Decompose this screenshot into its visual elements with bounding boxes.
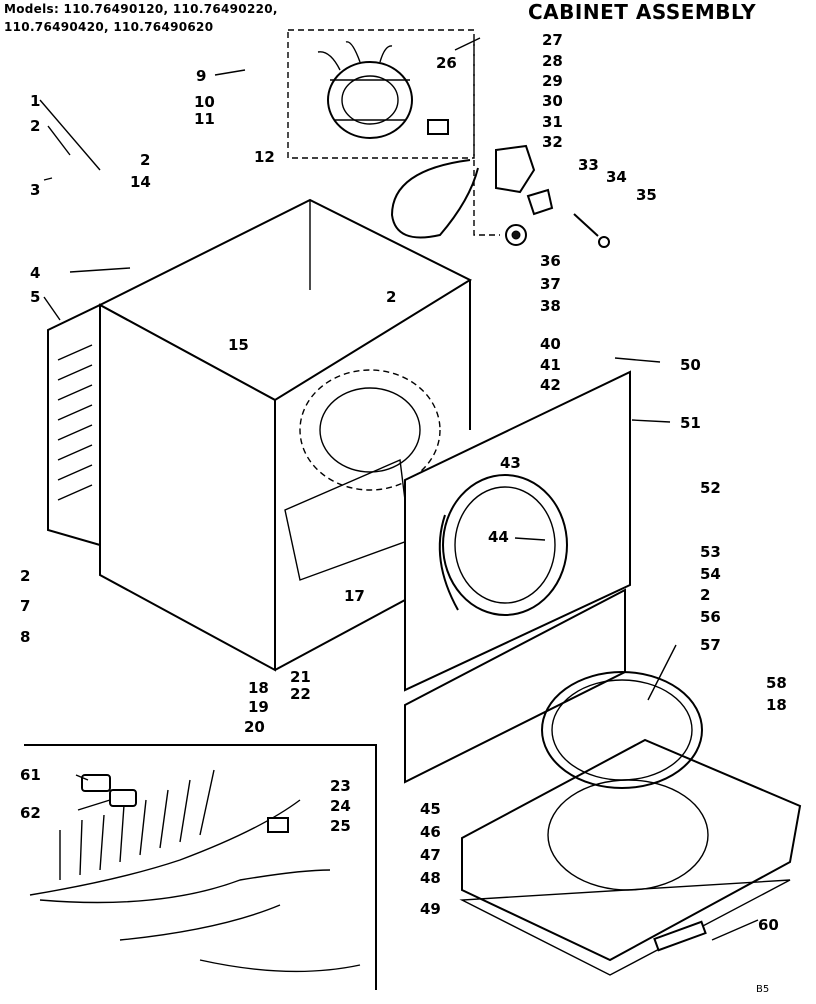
wiring-harness <box>29 769 361 973</box>
callout-42: 42 <box>540 376 561 394</box>
callout-54: 54 <box>700 565 721 583</box>
idler-assembly <box>495 144 610 248</box>
callout-12: 12 <box>254 148 275 166</box>
vent-louvers <box>57 344 93 501</box>
callout-11: 11 <box>194 110 215 128</box>
callout-34: 34 <box>606 168 627 186</box>
callout-52: 52 <box>700 479 721 497</box>
callout-15: 15 <box>228 336 249 354</box>
motor <box>317 41 449 139</box>
callout-8: 8 <box>20 628 30 646</box>
callout-14: 14 <box>130 173 151 191</box>
callout-10: 10 <box>194 93 215 111</box>
callout-44: 44 <box>488 528 509 546</box>
callout-62: 62 <box>20 804 41 822</box>
page-code: B5 <box>756 984 770 995</box>
callout-48: 48 <box>420 869 441 887</box>
callout-47: 47 <box>420 846 441 864</box>
page-title: CABINET ASSEMBLY <box>528 0 757 24</box>
harness-frame <box>24 744 377 990</box>
callout-4: 4 <box>30 264 40 282</box>
callout-7: 7 <box>20 597 30 615</box>
callout-17: 17 <box>344 587 365 605</box>
callout-49: 49 <box>420 900 441 918</box>
callout-60: 60 <box>758 916 779 934</box>
callout-56: 56 <box>700 608 721 626</box>
callout-57: 57 <box>700 636 721 654</box>
callout-19: 19 <box>248 698 269 716</box>
leader-lines <box>39 37 759 941</box>
callout-33: 33 <box>578 156 599 174</box>
callout-35: 35 <box>636 186 657 204</box>
callout-1: 1 <box>30 92 40 110</box>
door-assembly <box>459 671 802 976</box>
callout-26: 26 <box>436 54 457 72</box>
callout-31: 31 <box>542 113 563 131</box>
callout-21: 21 <box>290 668 311 686</box>
callout-2a: 2 <box>30 117 40 135</box>
callout-18b: 18 <box>766 696 787 714</box>
callout-29: 29 <box>542 72 563 90</box>
callout-40: 40 <box>540 335 561 353</box>
callout-27: 27 <box>542 31 563 49</box>
callout-2e: 2 <box>700 586 710 604</box>
callout-24: 24 <box>330 797 351 815</box>
callout-30: 30 <box>542 92 563 110</box>
callout-20: 20 <box>244 718 265 736</box>
callout-36: 36 <box>540 252 561 270</box>
callout-22: 22 <box>290 685 311 703</box>
base-pan <box>284 458 411 581</box>
callout-28: 28 <box>542 52 563 70</box>
callout-51: 51 <box>680 414 701 432</box>
callout-41: 41 <box>540 356 561 374</box>
callout-5: 5 <box>30 288 40 306</box>
callout-9: 9 <box>196 67 206 85</box>
callout-25: 25 <box>330 817 351 835</box>
callout-58: 58 <box>766 674 787 692</box>
rear-panel <box>47 303 101 547</box>
callout-2d: 2 <box>386 288 396 306</box>
callout-46: 46 <box>420 823 441 841</box>
callout-3: 3 <box>30 181 40 199</box>
callout-43: 43 <box>500 454 521 472</box>
callout-numbers: 1 2 3 4 5 2 7 8 9 10 11 2 12 14 15 17 18… <box>20 31 787 934</box>
callout-37: 37 <box>540 275 561 293</box>
motor-group-bracket <box>473 40 500 236</box>
front-panel <box>404 370 631 692</box>
callout-61: 61 <box>20 766 41 784</box>
callout-2b: 2 <box>20 567 30 585</box>
models-line-2: 110.76490420, 110.76490620 <box>4 20 214 34</box>
callout-2c: 2 <box>140 151 150 169</box>
callout-23: 23 <box>330 777 351 795</box>
models-line-1: Models: 110.76490120, 110.76490220, <box>4 2 278 16</box>
callout-53: 53 <box>700 543 721 561</box>
callout-32: 32 <box>542 133 563 151</box>
cabinet <box>97 198 473 672</box>
drive-belt <box>390 159 479 239</box>
callout-50: 50 <box>680 356 701 374</box>
callout-18a: 18 <box>248 679 269 697</box>
callout-45: 45 <box>420 800 441 818</box>
callout-38: 38 <box>540 297 561 315</box>
